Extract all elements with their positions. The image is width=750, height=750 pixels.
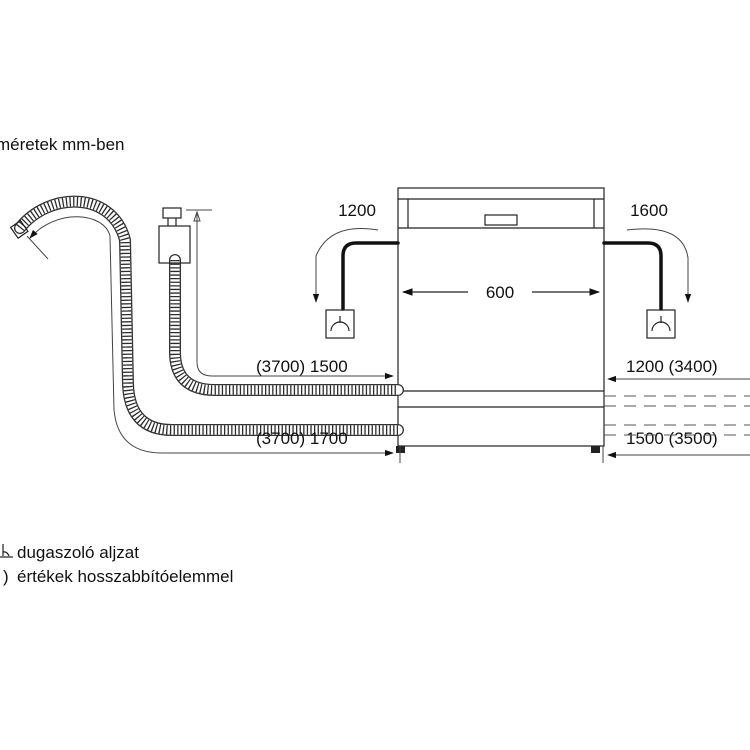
socket-icon <box>325 309 355 339</box>
width-label: 600 <box>486 283 514 302</box>
drain-hose-icon <box>9 195 404 436</box>
units-note: méretek mm-ben <box>0 135 124 154</box>
inlet-hose-icon <box>169 254 404 396</box>
left-cable-label: 1200 <box>338 201 376 220</box>
right-lower-label: 1500 (3500) <box>626 429 718 448</box>
socket-icon <box>646 309 676 339</box>
aquastop-valve-icon <box>158 207 191 264</box>
dishwasher-icon <box>396 187 605 453</box>
right-power-cable <box>602 241 663 311</box>
left-lower-label: (3700) 1700 <box>256 429 348 448</box>
left-power-cable <box>341 241 400 311</box>
right-cable-label: 1600 <box>630 201 668 220</box>
legend-socket: dugaszoló aljzat <box>17 543 139 562</box>
socket-icon <box>0 544 13 558</box>
legend-paren: ) <box>3 567 9 586</box>
legend-extension: értékek hosszabbítóelemmel <box>17 567 233 586</box>
left-upper-label: (3700) 1500 <box>256 357 348 376</box>
right-upper-label: 1200 (3400) <box>626 357 718 376</box>
